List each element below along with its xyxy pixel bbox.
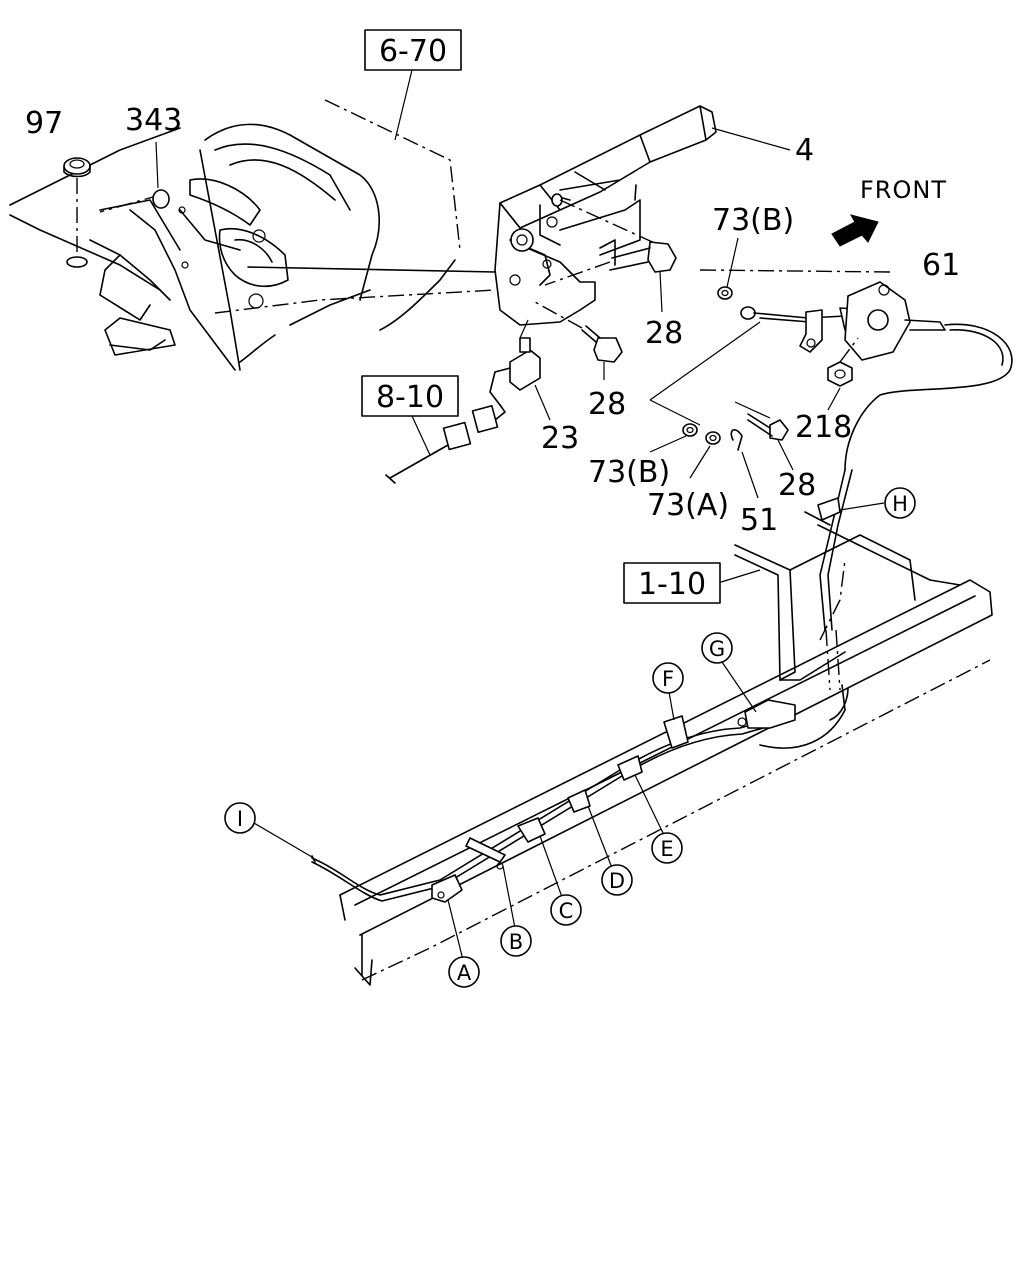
- bolt-28-lower-icon: [747, 413, 794, 471]
- front-arrow-icon: [831, 214, 879, 247]
- clip-e-icon: [617, 755, 643, 781]
- bolt-28-upper-icon: [544, 241, 677, 313]
- callout-e: E: [651, 832, 683, 864]
- part-61-label: 61: [922, 248, 960, 283]
- callout-f: F: [652, 662, 684, 694]
- svg-text:D: D: [609, 869, 625, 893]
- ref-box-6-70: 6-70: [364, 29, 462, 71]
- part-28-upper-label: 28: [645, 316, 683, 351]
- callout-d: D: [601, 864, 633, 896]
- ref-box-8-10: 8-10: [361, 375, 459, 417]
- part-343-label: 343: [125, 103, 182, 138]
- ref-6-70-label: 6-70: [379, 34, 447, 69]
- brake-switch-23: [489, 319, 551, 421]
- part-73b-upper-label: 73(B): [712, 203, 794, 238]
- callout-i: I: [224, 802, 256, 834]
- ref-8-10-label: 8-10: [376, 380, 444, 415]
- svg-text:F: F: [662, 667, 674, 691]
- wiring-connector: [385, 404, 499, 484]
- washer-73a-icon: [689, 431, 721, 479]
- clip-d-icon: [567, 789, 591, 813]
- svg-text:E: E: [660, 837, 673, 861]
- ref-box-1-10: 1-10: [623, 562, 721, 604]
- washer-73b-upper-icon: [699, 237, 891, 300]
- clip-h-icon: [817, 497, 841, 521]
- part-28-middle-label: 28: [588, 387, 626, 422]
- ref-1-10-label: 1-10: [638, 567, 706, 602]
- washer-73b-lower-icon: [649, 423, 698, 453]
- callout-g: G: [701, 632, 733, 664]
- part-218-label: 218: [795, 410, 852, 445]
- svg-text:C: C: [559, 899, 574, 923]
- nut-218-icon: [827, 337, 859, 411]
- part-51-label: 51: [740, 503, 778, 538]
- grommet-97-icon: [63, 157, 91, 268]
- plug-343-icon: [152, 141, 170, 209]
- callout-b: B: [500, 925, 532, 957]
- part-4-label: 4: [795, 133, 814, 168]
- svg-text:B: B: [509, 930, 523, 954]
- part-73a-label: 73(A): [647, 488, 729, 523]
- part-23-label: 23: [541, 421, 579, 456]
- svg-text:I: I: [237, 807, 243, 831]
- clip-f-icon: [663, 715, 689, 749]
- svg-text:A: A: [457, 961, 472, 985]
- clip-b-icon: [465, 837, 506, 870]
- clip-a-icon: [431, 874, 463, 903]
- svg-text:G: G: [709, 637, 725, 661]
- callout-c: C: [550, 894, 582, 926]
- cab-floor-panel: [9, 99, 496, 371]
- part-28-lower-label: 28: [778, 468, 816, 503]
- callout-h: H: [884, 487, 916, 519]
- part-73b-lower-label: 73(B): [588, 455, 670, 490]
- part-97-label: 97: [25, 106, 63, 141]
- svg-text:H: H: [892, 492, 908, 516]
- clip-g-icon: [737, 699, 796, 729]
- brake-lever-4: [494, 105, 717, 326]
- clip-c-icon: [517, 817, 546, 843]
- cotter-pin-51-icon: [730, 429, 759, 499]
- cable-front-assembly: [740, 281, 1013, 471]
- callout-a: A: [448, 956, 480, 988]
- front-label: FRONT: [860, 176, 947, 204]
- bolt-28-middle-icon: [534, 301, 623, 380]
